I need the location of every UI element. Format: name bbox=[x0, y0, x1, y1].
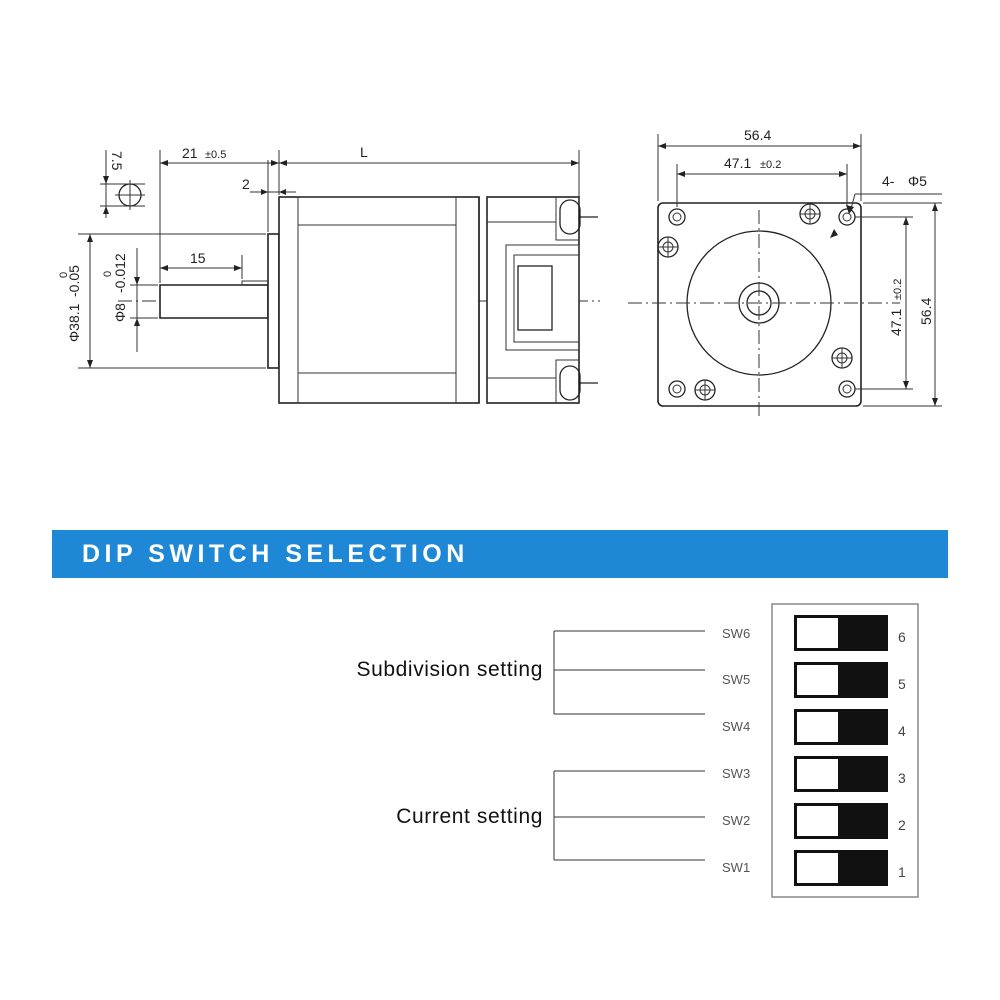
dim-pilot-tol-lower: -0.05 bbox=[66, 265, 82, 297]
switch-name-sw6: SW6 bbox=[722, 626, 750, 641]
switch-name-sw5: SW5 bbox=[722, 672, 750, 687]
mounting-hole-tl bbox=[668, 208, 686, 226]
dim-pilot-diameter: Φ38.1 bbox=[66, 303, 82, 342]
dim-holes-diameter: Φ5 bbox=[908, 173, 927, 189]
switch-name-sw3: SW3 bbox=[722, 766, 750, 781]
dim-pilot-tol-upper: 0 bbox=[58, 272, 70, 278]
group-label-subdivision: Subdivision setting bbox=[356, 658, 543, 681]
side-view: 7.5 21 ±0.5 L 2 15 Φ38.1 0 bbox=[58, 144, 600, 404]
switch-name-sw2: SW2 bbox=[722, 813, 750, 828]
switch-number-3: 3 bbox=[898, 770, 906, 786]
mounting-hole-bl bbox=[668, 380, 686, 398]
switch-name-sw1: SW1 bbox=[722, 860, 750, 875]
current-bracket bbox=[553, 770, 705, 861]
dim-face-width: 56.4 bbox=[744, 127, 771, 143]
dim-hole-spacing: 47.1 bbox=[724, 155, 751, 171]
dim-shaft-top: 7.5 bbox=[109, 151, 125, 171]
dim-holes-count: 4- bbox=[882, 173, 895, 189]
dim-flange-tolerance: ±0.5 bbox=[205, 149, 226, 161]
section-banner: DIP SWITCH SELECTION bbox=[52, 530, 948, 578]
dim-shaft-length: 15 bbox=[190, 250, 206, 266]
face-screw bbox=[799, 203, 821, 225]
dim-shaft-tol-upper: 0 bbox=[102, 271, 114, 277]
switch-number-1: 1 bbox=[898, 864, 906, 880]
banner-title: DIP SWITCH SELECTION bbox=[82, 540, 469, 568]
screw-top bbox=[559, 199, 581, 235]
connector-port bbox=[517, 265, 553, 331]
dip-toggle-sw6[interactable] bbox=[794, 615, 888, 651]
dip-switch-housing bbox=[771, 603, 919, 898]
dip-toggle-sw4[interactable] bbox=[794, 709, 888, 745]
screw-bottom bbox=[559, 365, 581, 401]
front-view: 56.4 47.1 ±0.2 4- Φ5 56.4 47.1 ±0.2 bbox=[628, 127, 942, 416]
dim-v-hole-spacing: 47.1 bbox=[888, 309, 904, 336]
hole-pointer-icon bbox=[830, 229, 838, 238]
switch-number-5: 5 bbox=[898, 676, 906, 692]
driver-housing bbox=[486, 196, 580, 404]
face-screw bbox=[694, 379, 716, 401]
face-screw bbox=[831, 347, 853, 369]
dip-switch-section: Subdivision setting Current setting SW6 … bbox=[356, 603, 919, 898]
dim-v-hole-spacing-tol: ±0.2 bbox=[892, 279, 904, 300]
switch-number-2: 2 bbox=[898, 817, 906, 833]
dip-toggle-sw1[interactable] bbox=[794, 850, 888, 886]
motor-pilot bbox=[267, 233, 280, 369]
motor-shaft bbox=[159, 284, 269, 319]
dim-hole-spacing-tol: ±0.2 bbox=[760, 159, 781, 171]
switch-number-6: 6 bbox=[898, 629, 906, 645]
switch-number-4: 4 bbox=[898, 723, 906, 739]
dim-shaft-tol-lower: -0.012 bbox=[112, 253, 128, 293]
dim-face-height: 56.4 bbox=[918, 298, 934, 325]
subdivision-bracket bbox=[553, 630, 705, 715]
dim-shaft-diameter: Φ8 bbox=[112, 303, 128, 322]
face-screw bbox=[657, 236, 679, 258]
dim-body-length: L bbox=[360, 144, 368, 160]
dim-step: 2 bbox=[242, 176, 250, 192]
motor-body bbox=[278, 196, 480, 404]
group-label-current: Current setting bbox=[396, 805, 543, 828]
switch-name-sw4: SW4 bbox=[722, 719, 750, 734]
dim-flange-length: 21 bbox=[182, 145, 198, 161]
dip-toggle-sw5[interactable] bbox=[794, 662, 888, 698]
dip-toggle-sw2[interactable] bbox=[794, 803, 888, 839]
dip-toggle-sw3[interactable] bbox=[794, 756, 888, 792]
